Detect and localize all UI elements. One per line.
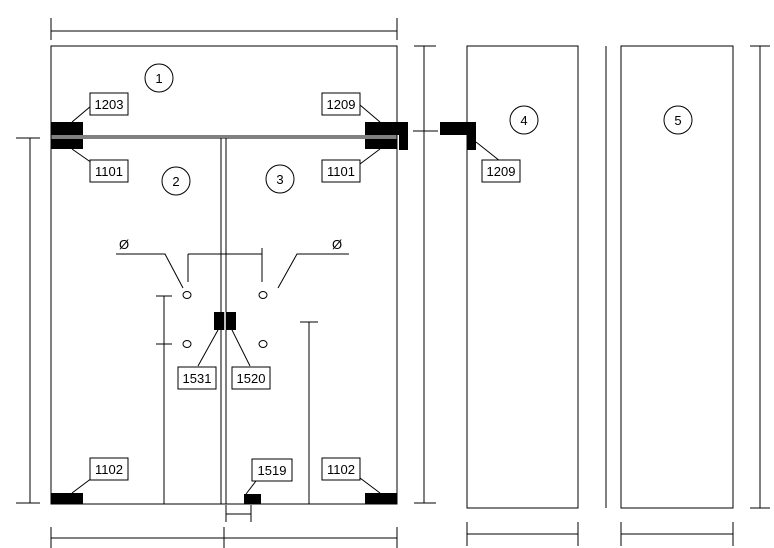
label-1520: 1520 [237, 371, 266, 386]
label-box-1102-right [321, 457, 361, 481]
label-1101-left: 1101 [95, 164, 123, 179]
marker-circle-3 [265, 164, 295, 194]
label-box-1102-left [89, 457, 129, 481]
diameter-symbol-left: Ø [119, 237, 129, 252]
marker-circle-4 [509, 105, 539, 135]
fitting-1102-left [51, 493, 83, 504]
panel-number-1: 1 [155, 71, 162, 86]
label-1102-right: 1102 [327, 462, 355, 477]
label-box-1203 [89, 92, 129, 116]
fitting-1101-right [365, 139, 397, 149]
fitting-1101-left [51, 139, 83, 149]
label-1519: 1519 [258, 463, 287, 478]
dimension-lines [16, 18, 770, 548]
label-box-1101-left [89, 159, 129, 183]
fitting-1209-side [399, 122, 408, 150]
part-labels: 1203 1209 1101 1101 1209 1531 1520 1102 … [89, 92, 521, 482]
label-box-1209-panel4 [481, 159, 521, 183]
fitting-1203 [51, 122, 83, 135]
panel-markers: 1 2 3 4 5 [144, 63, 693, 196]
fitting-panel4-side [467, 122, 476, 150]
handles-holes [116, 248, 349, 504]
fittings [51, 122, 476, 504]
label-1101-right: 1101 [327, 164, 355, 179]
label-1531: 1531 [183, 371, 212, 386]
label-box-1531 [177, 366, 217, 390]
fitting-1209 [365, 122, 408, 135]
main-frame [50, 45, 398, 505]
label-1209: 1209 [327, 97, 356, 112]
panel-4 [466, 45, 579, 509]
fitting-1519 [244, 494, 261, 504]
label-box-1209 [321, 92, 361, 116]
panel-number-2: 2 [172, 174, 179, 189]
label-box-1520 [231, 366, 271, 390]
panel-5 [620, 45, 734, 509]
diameter-symbol-right: Ø [332, 237, 342, 252]
label-1203: 1203 [95, 97, 124, 112]
diameter-symbols: Ø Ø [119, 237, 342, 252]
marker-circle-2 [161, 166, 191, 196]
label-box-1101-right [321, 159, 361, 183]
panel-number-4: 4 [520, 113, 527, 128]
panel-number-3: 3 [276, 172, 283, 187]
fitting-1102-right [365, 493, 397, 504]
panels [50, 45, 734, 509]
leader-lines [71, 104, 501, 495]
panel-number-5: 5 [674, 113, 681, 128]
label-1209-panel4: 1209 [487, 164, 516, 179]
label-box-1519 [251, 458, 293, 482]
marker-circle-5 [663, 105, 693, 135]
marker-circle-1 [144, 63, 174, 93]
label-1102-left: 1102 [95, 462, 123, 477]
